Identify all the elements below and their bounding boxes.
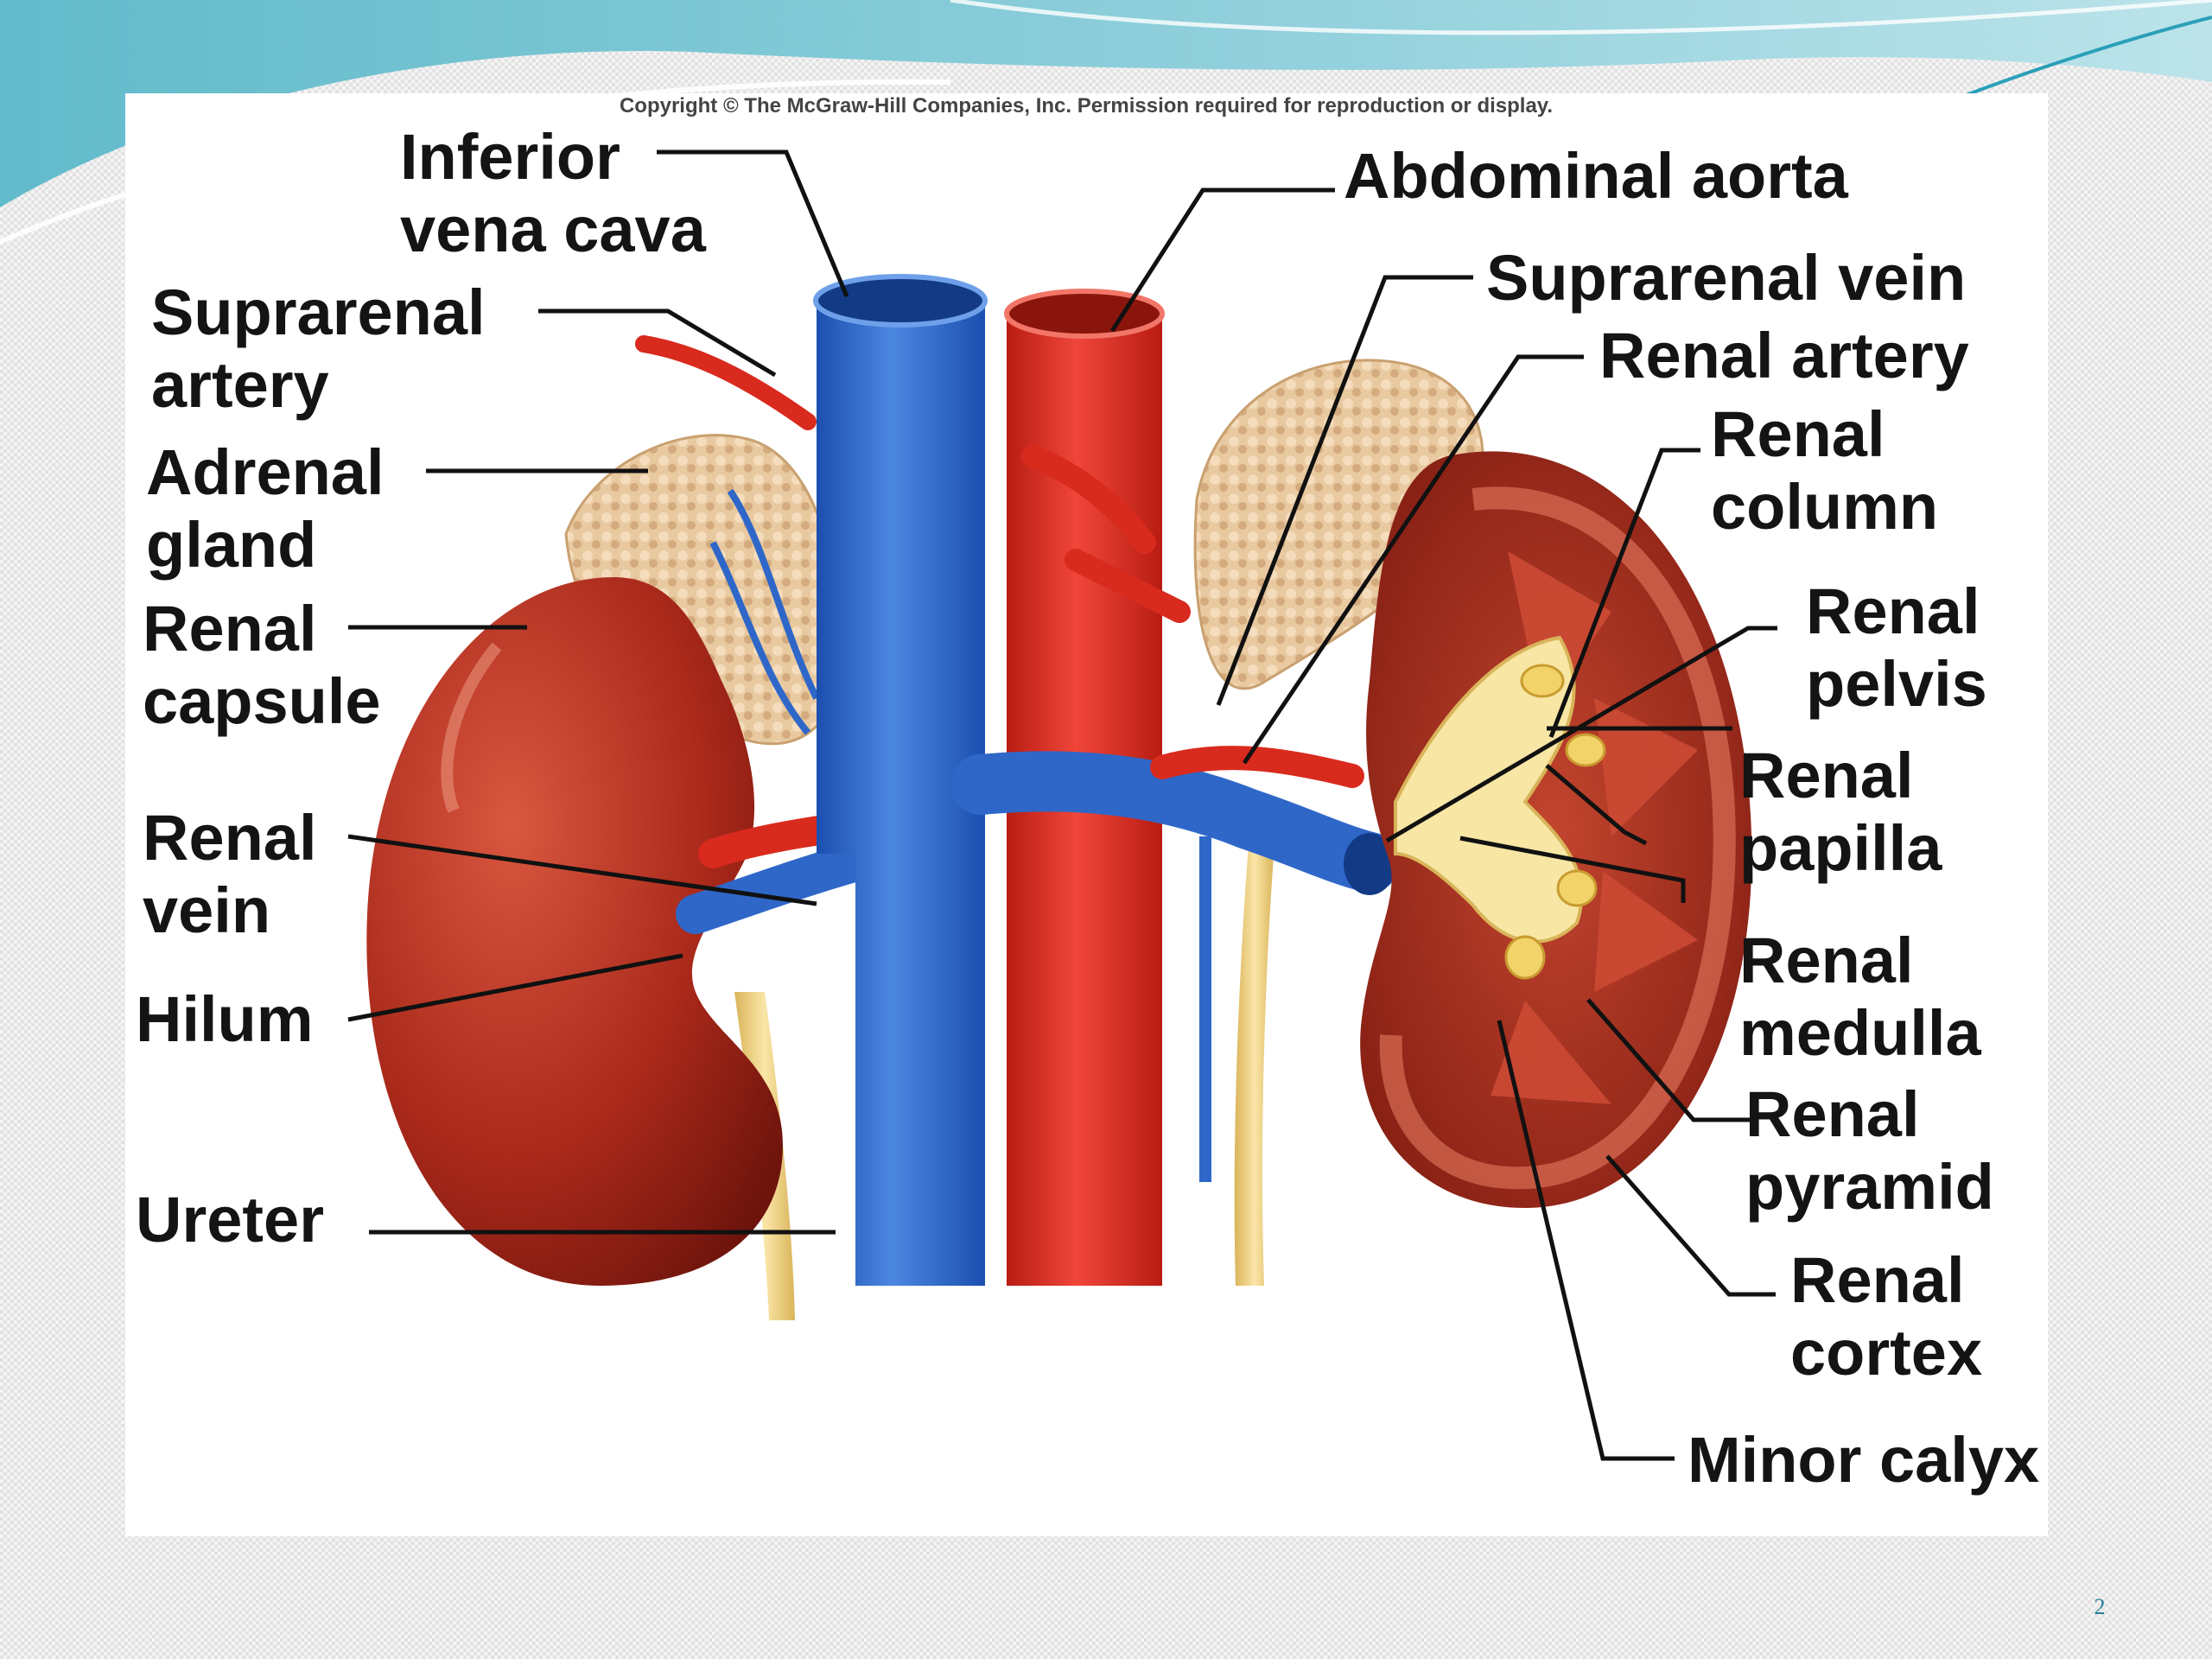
label-suprarenal-artery: Suprarenal artery: [151, 276, 486, 421]
leader-renal-pyramid: [1586, 998, 1750, 1122]
kidney-anatomy-diagram: [347, 149, 1777, 1461]
figure-panel: Copyright © The McGraw-Hill Companies, I…: [125, 93, 2048, 1536]
left-suprarenal-artery: [635, 335, 817, 430]
top-right-swoosh: [950, 0, 2212, 35]
leader-inferior-vena-cava: [657, 149, 849, 297]
label-renal-pyramid: Renal pyramid: [1745, 1078, 1994, 1223]
leader-minor-calyx: [1497, 1020, 1675, 1461]
minor-calyces: [1504, 664, 1606, 980]
label-minor-calyx: Minor calyx: [1688, 1424, 2040, 1496]
label-renal-capsule: Renal capsule: [143, 593, 381, 737]
renal-pelvis: [1394, 635, 1584, 944]
left-kidney: [366, 577, 783, 1286]
leader-renal-column: [1548, 448, 1700, 738]
leader-hilum: [347, 953, 683, 1022]
leader-renal-vein: [347, 834, 817, 906]
right-renal-artery: [1150, 746, 1364, 788]
label-renal-papilla: Renal papilla: [1739, 740, 1942, 884]
renal-cortex-band: [1379, 486, 1736, 1190]
leader-renal-pelvis: [1385, 626, 1777, 843]
renal-vein-cut: [1344, 833, 1395, 895]
inferior-vena-cava: [817, 301, 985, 1286]
ivc-opening: [813, 274, 988, 327]
leader-suprarenal-vein: [1216, 275, 1473, 706]
aorta-branches: [1021, 445, 1191, 623]
top-teal-band: [0, 0, 2212, 207]
leader-suprarenal-artery: [538, 308, 777, 378]
right-kidney: [1360, 451, 1752, 1208]
label-renal-column: Renal column: [1711, 398, 1939, 543]
label-suprarenal-vein: Suprarenal vein: [1486, 242, 1967, 314]
leader-lines: [347, 149, 1777, 1461]
leader-renal-medulla: [1459, 764, 1686, 903]
label-renal-vein: Renal vein: [143, 802, 317, 946]
page-number: 2: [2094, 1594, 2106, 1619]
label-adrenal-gland: Adrenal gland: [146, 436, 385, 581]
label-inferior-vena-cava: Inferior vena cava: [400, 121, 706, 265]
leader-renal-cortex: [1605, 1154, 1776, 1297]
aorta-opening: [1004, 289, 1165, 339]
left-adrenal-veins: [709, 488, 820, 735]
left-kidney-highlight: [441, 642, 502, 813]
leader-renal-artery: [1242, 354, 1584, 765]
label-hilum: Hilum: [136, 983, 314, 1055]
top-right-accent: [1943, 16, 2212, 105]
label-renal-cortex: Renal cortex: [1790, 1244, 1983, 1389]
label-abdominal-aorta: Abdominal aorta: [1344, 140, 1848, 212]
label-renal-medulla: Renal medulla: [1739, 925, 1981, 1069]
right-renal-vein: [950, 751, 1400, 893]
label-renal-artery: Renal artery: [1599, 320, 1969, 391]
right-ureter: [1234, 845, 1274, 1286]
label-renal-pelvis: Renal pelvis: [1806, 575, 1987, 720]
copyright-notice: Copyright © The McGraw-Hill Companies, I…: [619, 94, 1554, 118]
label-ureter: Ureter: [136, 1184, 324, 1255]
leader-abdominal-aorta: [1109, 188, 1335, 333]
